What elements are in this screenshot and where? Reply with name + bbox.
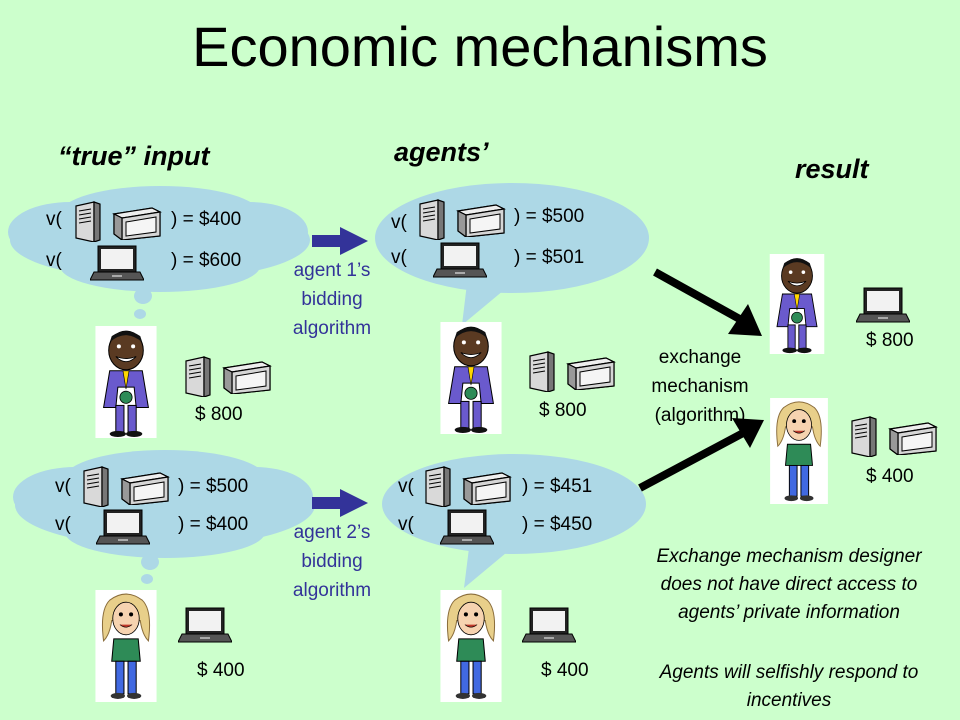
- arrow-icon: [638, 418, 764, 492]
- v-prefix: v(: [398, 476, 414, 497]
- text-line: (algorithm): [654, 405, 746, 426]
- bid-value-agent1-row1: ) = $500: [514, 206, 585, 227]
- bid-value-agent1-row2: ) = $501: [514, 247, 585, 268]
- true-money-agent2: $ 400: [197, 660, 245, 681]
- result-header: result: [795, 154, 869, 184]
- scanner-icon: [112, 204, 162, 240]
- text-line: Exchange mechanism designer: [656, 546, 922, 567]
- bid-value-agent2-row1: ) = $451: [522, 476, 593, 497]
- text-line: bidding: [301, 289, 363, 310]
- designer-note: Exchange mechanism designer does not hav…: [612, 543, 960, 627]
- v-prefix: v(: [391, 247, 407, 268]
- laptop-icon: [90, 244, 144, 282]
- arrow-icon: [653, 268, 762, 336]
- thought-cloud-agent2: [13, 450, 315, 584]
- man-avatar: [95, 326, 157, 438]
- server-icon: [848, 415, 878, 457]
- man-avatar: [440, 322, 502, 434]
- text-line: agents’ private information: [678, 602, 900, 623]
- text-line: bidding: [301, 551, 363, 572]
- text-line: algorithm: [292, 580, 372, 601]
- selfish-note: Agents will selfishly respond to incenti…: [612, 659, 960, 715]
- true-value-agent1-row2: ) = $600: [171, 250, 242, 271]
- woman-avatar: [440, 590, 502, 702]
- woman-avatar: [95, 590, 157, 702]
- scanner-icon: [462, 469, 512, 505]
- v-prefix: v(: [391, 212, 407, 233]
- arrow-icon: [312, 489, 368, 517]
- server-icon: [72, 200, 102, 242]
- bid-money-agent2: $ 400: [541, 660, 589, 681]
- laptop-icon: [433, 241, 487, 279]
- bid-value-agent2-row2: ) = $450: [522, 514, 593, 535]
- bid-money-agent1: $ 800: [539, 400, 587, 421]
- text-line: incentives: [746, 690, 832, 711]
- true-money-agent1: $ 800: [195, 404, 243, 425]
- woman-avatar: [766, 398, 832, 504]
- bidding-algorithm-label-agent1: agent 1’s bidding algorithm: [272, 256, 392, 343]
- result-money-agent2: $ 400: [866, 466, 914, 487]
- text-line: exchange: [658, 347, 742, 368]
- result-money-agent1: $ 800: [866, 330, 914, 351]
- v-prefix: v(: [55, 514, 71, 535]
- v-prefix: v(: [46, 209, 62, 230]
- bidding-algorithm-label-agent2: agent 2’s bidding algorithm: [272, 518, 392, 605]
- text-line: does not have direct access to: [660, 574, 918, 595]
- server-icon: [422, 465, 452, 507]
- text-line: agent 1’s: [293, 260, 371, 281]
- server-icon: [416, 198, 446, 240]
- server-icon: [182, 355, 212, 397]
- v-prefix: v(: [46, 250, 62, 271]
- text-line: algorithm: [292, 318, 372, 339]
- laptop-icon: [440, 508, 494, 546]
- true-value-agent2-row1: ) = $500: [178, 476, 249, 497]
- true-value-agent1-row1: ) = $400: [171, 209, 242, 230]
- v-prefix: v(: [398, 514, 414, 535]
- man-avatar: [766, 254, 828, 354]
- text-line: Agents will selfishly respond to: [659, 662, 919, 683]
- scanner-icon: [888, 419, 938, 455]
- text-line: mechanism: [651, 376, 749, 397]
- v-prefix: v(: [55, 476, 71, 497]
- agents-label: agents’: [394, 137, 489, 167]
- laptop-icon: [96, 508, 150, 546]
- scanner-icon: [456, 201, 506, 237]
- server-icon: [526, 350, 556, 392]
- scanner-icon: [120, 469, 170, 505]
- laptop-icon: [522, 606, 576, 644]
- laptop-icon: [178, 606, 232, 644]
- true-input-header: “true” input: [58, 141, 210, 171]
- text-line: agent 2’s: [293, 522, 371, 543]
- agents-bids-header: agents’: [394, 137, 489, 168]
- arrow-icon: [312, 227, 368, 255]
- true-value-agent2-row2: ) = $400: [178, 514, 249, 535]
- laptop-icon: [856, 286, 910, 324]
- server-icon: [80, 465, 110, 507]
- exchange-mechanism-label: exchange mechanism (algorithm): [630, 343, 770, 430]
- scanner-icon: [566, 354, 616, 390]
- scanner-icon: [222, 358, 272, 394]
- page-title: Economic mechanisms: [192, 15, 768, 78]
